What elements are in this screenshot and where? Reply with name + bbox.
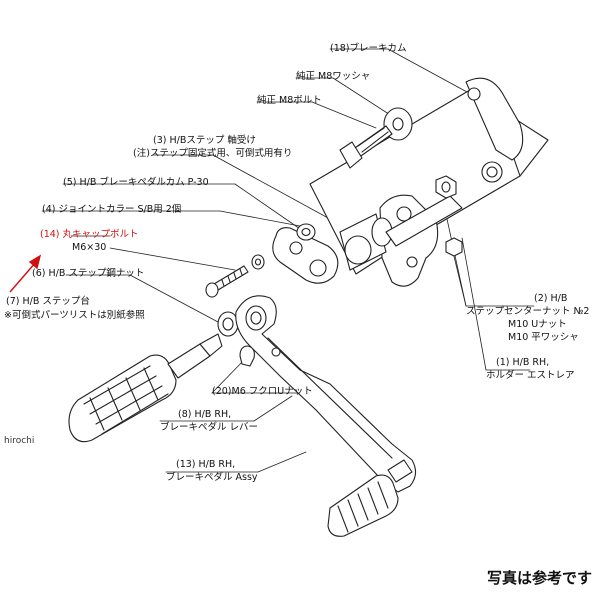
- step-bearing: [339, 195, 463, 271]
- pedal-pad: [327, 459, 413, 537]
- label-cap-bolt-size: M6×30: [72, 242, 107, 253]
- label-step-base: (7) H/B ステップ台: [6, 296, 90, 307]
- label-pedal-cam: (5) H/B ブレーキペダルカム P-30: [63, 177, 209, 188]
- label-step-nut: (6) H/B ステップ鋼ナット: [32, 268, 145, 279]
- center-nut: [435, 175, 463, 257]
- cap-nut: [239, 345, 255, 367]
- label-holder-desc: ホルダー エストレア: [486, 370, 575, 381]
- label-pedal-lever: (8) H/B RH,: [178, 409, 232, 420]
- label-washer: 純正 M8ワッシャ: [296, 71, 371, 82]
- label-holder: (1) H/B RH,: [496, 357, 550, 368]
- brake-pedal-cam: [272, 227, 339, 284]
- m8-bolt: [339, 125, 393, 169]
- label-u-nut: M10 Uナット: [508, 319, 567, 330]
- label-step-base-note: ※可倒式パーツリストは別紙参照: [4, 310, 145, 321]
- label-center-nut-desc: ステップセンターナット №2: [466, 306, 590, 317]
- label-pedal-assy-desc: ブレーキペダル Assy: [166, 472, 258, 483]
- watermark: hirochi: [4, 436, 35, 446]
- foot-peg: [68, 333, 223, 443]
- joint-collar: [251, 223, 316, 270]
- label-flat-washer: M10 平ワッシャ: [508, 332, 579, 343]
- label-step-bearing-note: (注)ステップ固定式用、可倒式用有り: [133, 148, 293, 159]
- label-step-bearing: (3) H/Bステップ 軸受け: [153, 135, 256, 146]
- label-joint-collar: (4) ジョイントカラー S/B用 2個: [42, 204, 182, 215]
- step-nut: [217, 311, 239, 337]
- red-arrow: [9, 254, 42, 293]
- label-pedal-lever-desc: ブレーキペダル レバー: [160, 422, 259, 433]
- label-bolt: 純正 M8ボルト: [257, 95, 322, 106]
- label-center-nut: (2) H/B: [534, 293, 568, 304]
- brake-pedal-lever: [235, 295, 417, 493]
- label-brake-cam: (18)ブレーキカム: [330, 43, 407, 54]
- photo-note: 写真は参考です: [486, 569, 592, 587]
- cap-bolt: [205, 265, 249, 298]
- label-cap-bolt: (14) 丸キャップボルト: [40, 229, 139, 240]
- label-cap-nut: (20)M6 フクロUナット: [212, 386, 313, 397]
- label-pedal-assy: (13) H/B RH,: [176, 459, 236, 470]
